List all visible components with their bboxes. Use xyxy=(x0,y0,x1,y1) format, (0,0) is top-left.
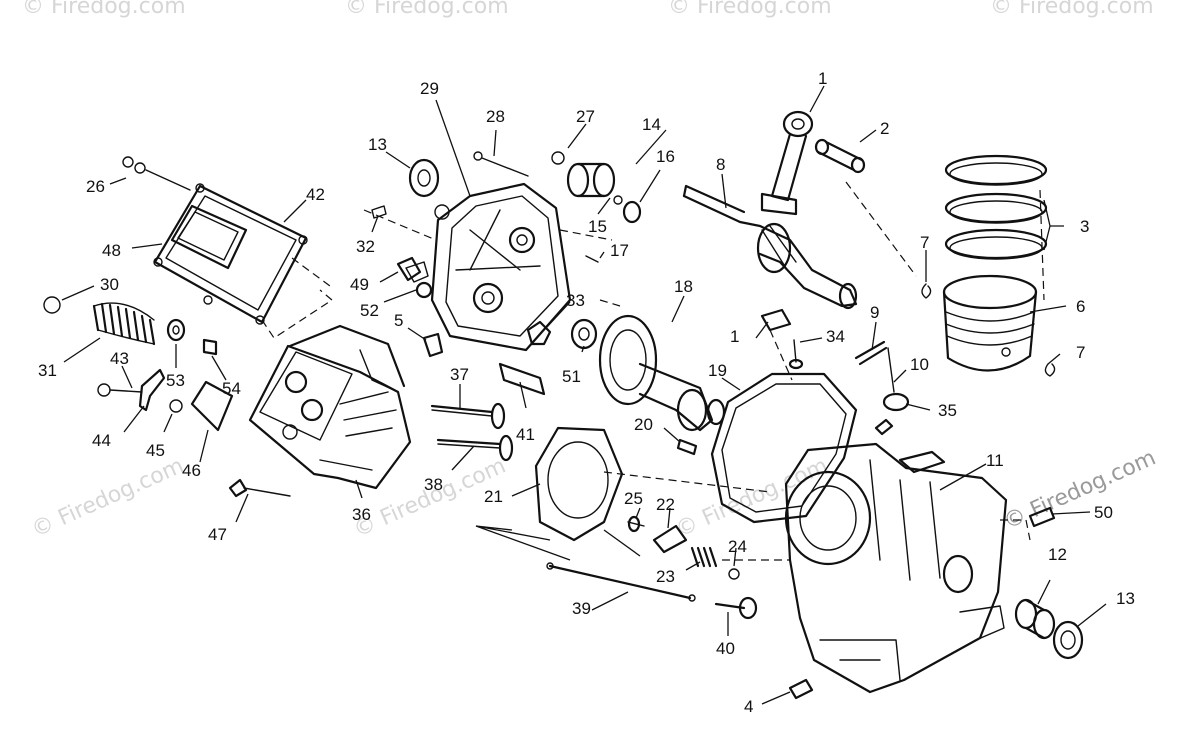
piston-rings-part xyxy=(944,154,1048,260)
callout-6: 6 xyxy=(1076,297,1085,316)
head-bolt-part xyxy=(228,478,291,498)
callout-35: 35 xyxy=(938,401,957,420)
callout-12: 12 xyxy=(1048,545,1067,564)
seal-part-top xyxy=(408,158,440,198)
callout-26: 26 xyxy=(86,177,105,196)
callout-36: 36 xyxy=(352,505,371,524)
watermark-top-1: © Firedog.com xyxy=(22,0,186,19)
callout-28: 28 xyxy=(486,107,505,126)
callout-42: 42 xyxy=(306,185,325,204)
callout-41: 41 xyxy=(516,425,535,444)
bearing-part xyxy=(551,151,642,263)
cover-bolt-part xyxy=(122,156,191,191)
camshaft-part xyxy=(598,314,726,432)
callout-22: 22 xyxy=(656,495,675,514)
callout-39: 39 xyxy=(572,599,591,618)
small-parts-left xyxy=(371,205,444,358)
leader-lines xyxy=(61,85,1107,705)
drain-plug-part xyxy=(788,678,814,700)
callout-32: 32 xyxy=(356,237,375,256)
dowel-pin-part xyxy=(676,438,698,456)
piston-part xyxy=(942,274,1038,372)
callout-52: 52 xyxy=(360,301,379,320)
callout-24: 24 xyxy=(728,537,747,556)
crankcase-gasket-part xyxy=(710,372,858,524)
callout-13-right: 13 xyxy=(1116,589,1135,608)
callout-25: 25 xyxy=(624,489,643,508)
callout-13-top: 13 xyxy=(368,135,387,154)
main-bearing-part xyxy=(1014,598,1056,640)
callout-20: 20 xyxy=(634,415,653,434)
callout-48: 48 xyxy=(102,241,121,260)
crankshaft-part xyxy=(682,184,858,310)
callout-4: 4 xyxy=(744,697,753,716)
callout-19: 19 xyxy=(708,361,727,380)
callout-21: 21 xyxy=(484,487,503,506)
callout-33: 33 xyxy=(566,291,585,310)
valve-spring-part xyxy=(43,296,218,356)
crankcase-part xyxy=(784,442,1008,694)
callout-45: 45 xyxy=(146,441,165,460)
callout-37: 37 xyxy=(450,365,469,384)
connecting-rod-part xyxy=(760,110,814,332)
callout-16: 16 xyxy=(656,147,675,166)
seal-part-right xyxy=(1052,620,1084,660)
callout-1: 1 xyxy=(818,69,827,88)
callout-17: 17 xyxy=(610,241,629,260)
callout-44: 44 xyxy=(92,431,111,450)
callout-9: 9 xyxy=(870,303,879,322)
callout-49: 49 xyxy=(350,275,369,294)
gear-and-clip-part xyxy=(498,320,552,396)
callout-14: 14 xyxy=(642,115,661,134)
callout-46: 46 xyxy=(182,461,201,480)
callout-30: 30 xyxy=(100,275,119,294)
circlip-part xyxy=(921,283,1056,377)
callout-7-lower: 7 xyxy=(1076,343,1085,362)
callout-51: 51 xyxy=(562,367,581,386)
valve-cover-part xyxy=(153,183,308,325)
callout-34: 34 xyxy=(826,327,845,346)
callout-27: 27 xyxy=(576,107,595,126)
callout-50: 50 xyxy=(1094,503,1113,522)
valves-part xyxy=(430,402,514,462)
callout-38: 38 xyxy=(424,475,443,494)
rocker-arm-part xyxy=(97,368,234,432)
callout-11: 11 xyxy=(986,451,1004,470)
callout-47: 47 xyxy=(208,525,227,544)
head-gasket-part xyxy=(534,426,624,542)
callout-5: 5 xyxy=(394,311,403,330)
callout-2: 2 xyxy=(880,119,889,138)
callout-29: 29 xyxy=(420,79,439,98)
oil-pump-parts xyxy=(627,515,740,580)
watermark-top-2: © Firedog.com xyxy=(345,0,509,19)
callout-40: 40 xyxy=(716,639,735,658)
callout-10: 10 xyxy=(910,355,929,374)
callout-7: 7 xyxy=(920,233,929,252)
callout-8: 8 xyxy=(716,155,725,174)
callout-18: 18 xyxy=(674,277,693,296)
callout-labels: 1 2 3 7 6 7 9 10 35 34 1 8 11 12 13 50 4… xyxy=(38,69,1135,716)
callout-43: 43 xyxy=(110,349,129,368)
callout-15: 15 xyxy=(588,217,607,236)
callout-1-lower: 1 xyxy=(730,327,739,346)
plug-50-part xyxy=(1028,506,1056,528)
cover-screw-part xyxy=(473,151,529,177)
callout-54: 54 xyxy=(222,379,241,398)
piston-pin-part xyxy=(814,138,866,174)
callout-3: 3 xyxy=(1080,217,1089,236)
cylinder-head-part xyxy=(248,324,412,490)
small-bearing-part xyxy=(570,318,598,350)
callout-31: 31 xyxy=(38,361,57,380)
callout-53: 53 xyxy=(166,371,185,390)
push-rod-part xyxy=(546,562,758,620)
watermark-top-3: © Firedog.com xyxy=(668,0,832,19)
watermark-top-4: © Firedog.com xyxy=(990,0,1154,19)
bolt-34-part xyxy=(788,339,804,370)
crankcase-cover-part xyxy=(405,182,572,352)
breather-part xyxy=(854,340,910,436)
alignment-lines xyxy=(261,181,1045,561)
callout-23: 23 xyxy=(656,567,675,586)
